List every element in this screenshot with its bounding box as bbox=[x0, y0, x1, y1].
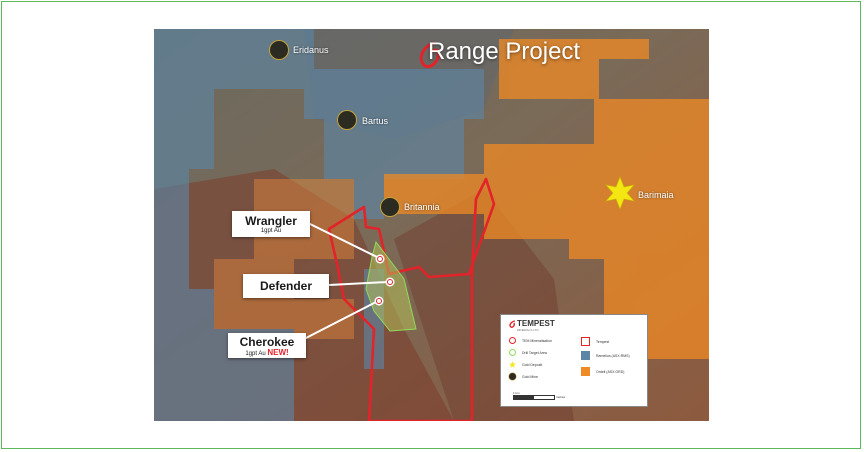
ordell-tenements bbox=[384, 39, 709, 399]
eridanus-mine-icon[interactable] bbox=[270, 41, 288, 59]
mine-icon bbox=[509, 373, 516, 380]
tem-marker-defender[interactable] bbox=[385, 277, 395, 287]
cherokee-name: Cherokee bbox=[239, 335, 295, 349]
ramelius-tenements bbox=[154, 29, 484, 421]
tempest-swatch bbox=[581, 337, 590, 346]
eridanus-label: Eridanus bbox=[293, 45, 329, 55]
scale-bar bbox=[513, 395, 555, 400]
ramelius-swatch bbox=[581, 351, 590, 360]
tempest-swoosh-icon bbox=[419, 41, 440, 69]
defender-label-box[interactable]: Defender bbox=[243, 274, 329, 298]
wrangler-pointer-line bbox=[305, 221, 380, 259]
legend-item-tem: TEM Mineralisation bbox=[509, 337, 552, 344]
legend-item-gold-deposit: Gold Deposit bbox=[509, 361, 542, 368]
legend-item-ramelius: Ramelius (ASX:RMS) bbox=[581, 351, 630, 360]
scale-label: 1 km bbox=[513, 391, 520, 395]
barimaia-star-icon[interactable] bbox=[605, 176, 635, 210]
bartus-mine-icon[interactable] bbox=[338, 111, 356, 129]
tem-marker-wrangler[interactable] bbox=[375, 254, 385, 264]
star-icon bbox=[509, 361, 516, 368]
ordell-swatch bbox=[581, 367, 590, 376]
legend-item-ordell: Ordell (ASX:ORD) bbox=[581, 367, 624, 376]
tem-marker-cherokee[interactable] bbox=[374, 296, 384, 306]
britannia-label: Britannia bbox=[404, 202, 440, 212]
tempest-logo-icon bbox=[509, 320, 516, 328]
tempest-logo: TEMPEST MINERALS LTD bbox=[517, 319, 555, 332]
wrangler-name: Wrangler bbox=[245, 214, 297, 228]
cherokee-grade: 1gpt Au bbox=[245, 351, 266, 357]
defender-name: Defender bbox=[259, 279, 312, 293]
legend-item-tempest: Tempest bbox=[581, 337, 609, 346]
legend-logo-sub: MINERALS LTD bbox=[517, 328, 539, 332]
page-title: Range Project bbox=[428, 38, 581, 65]
legend-item-drill-target: Drill Target Area bbox=[509, 349, 547, 356]
legend-item-gold-mine: Gold Mine bbox=[509, 373, 538, 380]
drill-target-area bbox=[365, 240, 417, 332]
map-legend: TEMPEST MINERALS LTD TEM Mineralisation … bbox=[500, 314, 648, 407]
cherokee-label-box[interactable]: Cherokee 1gpt Au NEW! bbox=[228, 333, 306, 358]
ordell-tenements-light bbox=[214, 179, 354, 339]
target-circle-icon bbox=[509, 349, 516, 356]
bartus-label: Bartus bbox=[362, 116, 389, 126]
wrangler-grade: 1gpt Au bbox=[260, 228, 282, 234]
britannia-mine-icon[interactable] bbox=[381, 198, 399, 216]
legend-logo-text: TEMPEST bbox=[517, 319, 555, 328]
cherokee-pointer-line bbox=[303, 300, 379, 340]
tempest-tenement-outline bbox=[327, 177, 496, 421]
scale-units: metres bbox=[556, 395, 566, 399]
barimaia-label: Barimaia bbox=[638, 190, 674, 200]
tem-icon bbox=[509, 337, 516, 344]
defender-pointer-line bbox=[328, 281, 389, 286]
new-badge: NEW! bbox=[267, 348, 289, 357]
wrangler-label-box[interactable]: Wrangler 1gpt Au bbox=[232, 211, 310, 237]
